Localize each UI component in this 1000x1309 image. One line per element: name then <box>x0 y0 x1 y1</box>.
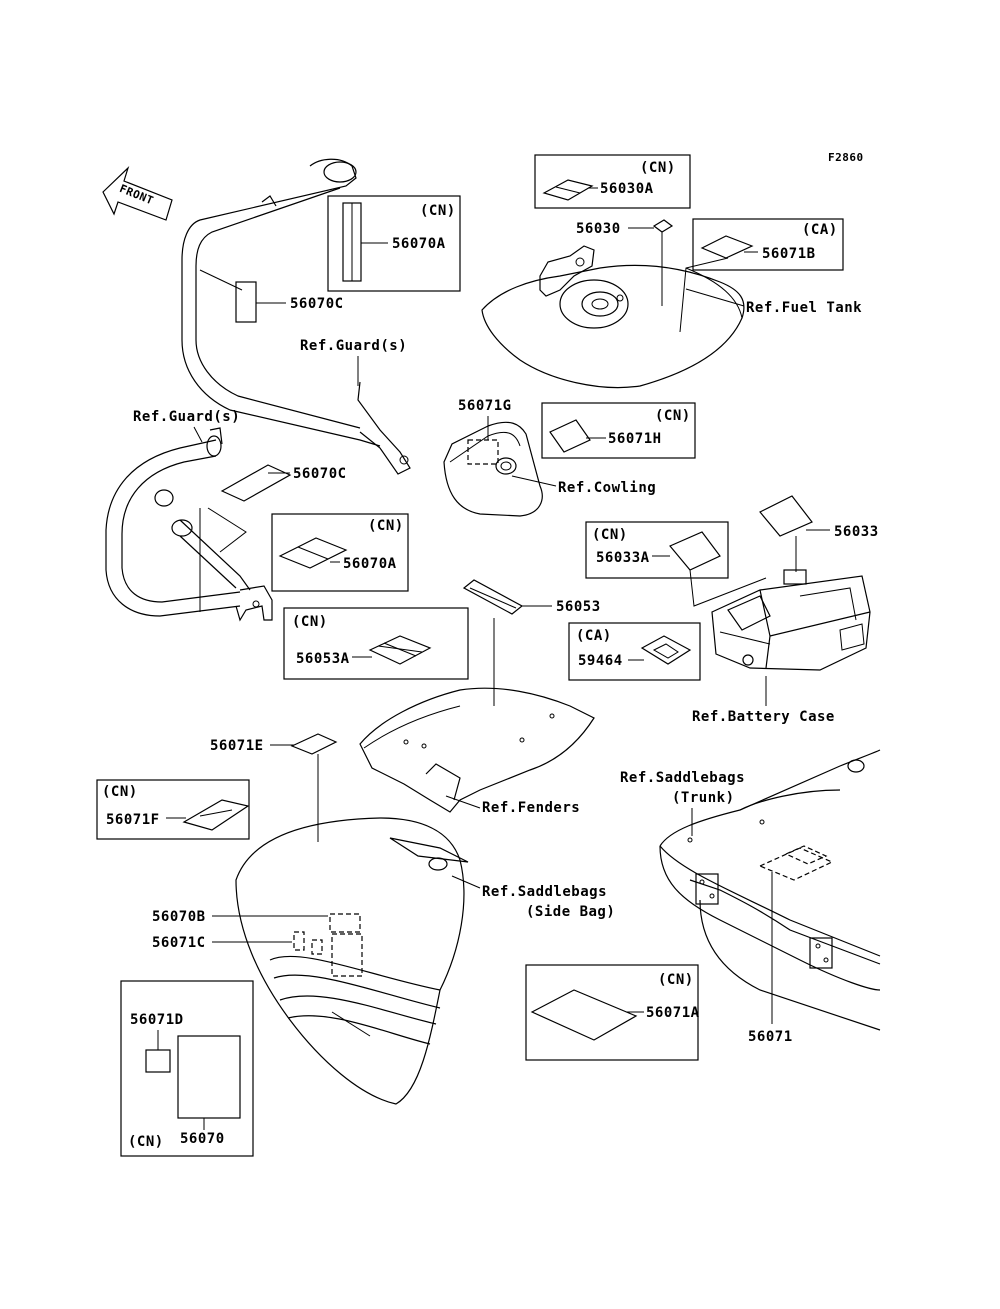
ref-fenders: Ref.Fenders <box>482 800 580 816</box>
cn-box-56071D-56070 <box>120 980 254 1157</box>
decal-56071E <box>290 733 338 755</box>
decal-56070 <box>177 1035 241 1119</box>
ca-box-59464 <box>568 622 701 681</box>
decal-56033 <box>759 495 813 537</box>
part-56053: 56053 <box>556 599 601 615</box>
ref-battery-case: Ref.Battery Case <box>692 709 835 725</box>
ref-cowling: Ref.Cowling <box>558 480 656 496</box>
ref-saddlebags-trunk-line1: Ref.Saddlebags <box>620 770 745 786</box>
region-cn-56071F: (CN) <box>102 784 138 800</box>
cn-box-56053A <box>283 607 469 680</box>
decal-56071D <box>145 1049 171 1073</box>
ca-box-56071B <box>692 218 844 271</box>
figure-code: F2860 <box>828 151 864 164</box>
region-cn-56053A: (CN) <box>292 614 328 630</box>
part-56071D: 56071D <box>130 1012 184 1028</box>
region-ca-56071B: (CA) <box>802 222 838 238</box>
guard-upper-drawing <box>181 158 411 475</box>
ref-saddlebags-side-line1: Ref.Saddlebags <box>482 884 607 900</box>
part-59464: 59464 <box>578 653 623 669</box>
side-bag-drawing <box>235 817 469 1105</box>
decal-59464 <box>640 635 692 665</box>
ref-guard-top: Ref.Guard(s) <box>300 338 407 354</box>
fender-drawing <box>359 687 595 813</box>
front-arrow-icon: FRONT <box>102 165 173 221</box>
decal-56071-trunk-2 <box>784 845 828 865</box>
region-cn-56071A: (CN) <box>658 972 694 988</box>
part-56070C-lower: 56070C <box>293 466 347 482</box>
decal-56071G <box>467 439 499 465</box>
ref-saddlebags-side-line2: (Side Bag) <box>526 904 615 920</box>
battery-case-drawing <box>711 569 871 671</box>
part-56071F: 56071F <box>106 812 160 828</box>
cn-box-56071A <box>525 964 699 1061</box>
part-56071G: 56071G <box>458 398 512 414</box>
decal-56071C <box>293 931 305 951</box>
part-56070B: 56070B <box>152 909 206 925</box>
part-56053A: 56053A <box>296 651 350 667</box>
cn-box-56071F <box>96 779 250 840</box>
ref-guard-left: Ref.Guard(s) <box>133 409 240 425</box>
part-56070A-lower: 56070A <box>343 556 397 572</box>
decal-56071H <box>549 419 591 453</box>
decal-56070C-upper <box>235 281 257 323</box>
decal-56030 <box>652 219 674 233</box>
part-56033A: 56033A <box>596 550 650 566</box>
decal-56071C-2 <box>311 939 323 955</box>
decal-56071F <box>182 799 250 831</box>
part-56071B: 56071B <box>762 246 816 262</box>
ref-saddlebags-trunk-line2: (Trunk) <box>672 790 735 806</box>
region-cn-56070A-lower: (CN) <box>368 518 404 534</box>
cn-box-56070A-upper <box>327 195 461 292</box>
decal-56071A <box>530 989 638 1041</box>
decal-56033A <box>669 531 721 571</box>
part-56071C: 56071C <box>152 935 206 951</box>
decal-56070C-lower <box>220 464 292 502</box>
region-cn-56033A: (CN) <box>592 527 628 543</box>
cn-box-56070A-lower <box>271 513 409 592</box>
part-56070C-upper: 56070C <box>290 296 344 312</box>
cn-box-56071H <box>541 402 696 459</box>
cowling-drawing <box>443 421 543 517</box>
fuel-tank-drawing <box>481 245 745 389</box>
decal-56071-trunk <box>758 847 834 881</box>
ref-fuel-tank: Ref.Fuel Tank <box>746 300 862 316</box>
decal-56070B <box>329 913 361 933</box>
trunk-drawing <box>659 749 881 1031</box>
region-cn-56030A: (CN) <box>640 160 676 176</box>
part-56071: 56071 <box>748 1029 793 1045</box>
region-cn-56071D-56070: (CN) <box>128 1134 164 1150</box>
part-56070: 56070 <box>180 1131 225 1147</box>
part-56030: 56030 <box>576 221 621 237</box>
part-56033: 56033 <box>834 524 879 540</box>
region-cn-56071H: (CN) <box>655 408 691 424</box>
region-ca-59464: (CA) <box>576 628 612 644</box>
part-56071E: 56071E <box>210 738 264 754</box>
decal-56053 <box>462 579 524 615</box>
cn-box-56030A <box>534 154 691 209</box>
part-56071A: 56071A <box>646 1005 700 1021</box>
decal-56071B <box>700 235 754 259</box>
part-56070A-upper: 56070A <box>392 236 446 252</box>
region-cn-56070A-upper: (CN) <box>420 203 456 219</box>
cn-box-56033A <box>585 521 729 579</box>
part-56071H: 56071H <box>608 431 662 447</box>
guard-lower-drawing <box>105 427 273 622</box>
part-56030A: 56030A <box>600 181 654 197</box>
decal-56071C-3 <box>331 933 363 977</box>
